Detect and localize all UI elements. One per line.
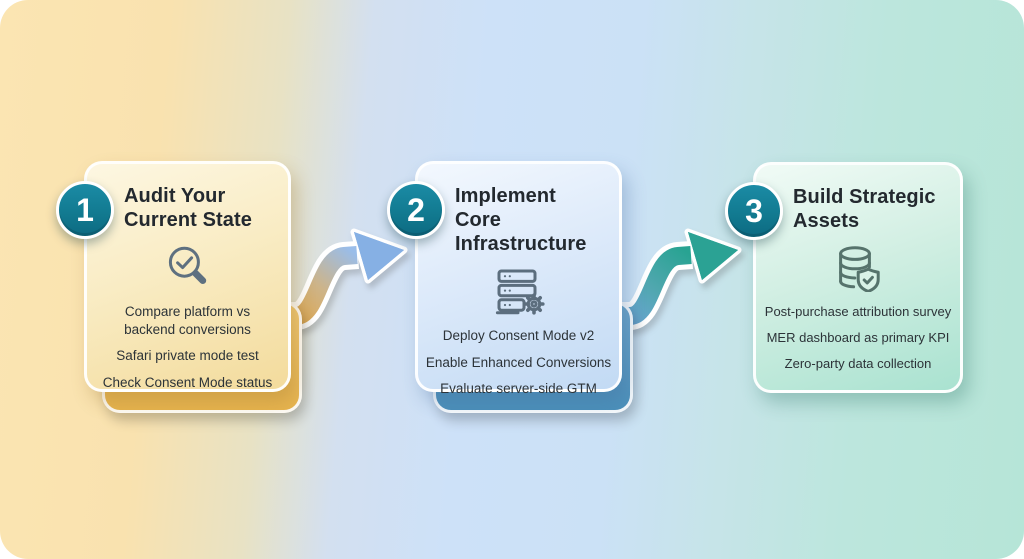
step-item: Enable Enhanced Conversions (425, 354, 612, 370)
step-item: Evaluate server-side GTM (440, 381, 597, 397)
step-item: Safari private mode test (116, 348, 259, 364)
step2-title-line2: Infrastructure (455, 233, 587, 255)
step-number-badge: 3 (725, 182, 783, 240)
step3-title-line2: Assets (793, 210, 860, 232)
step3-items: Post-purchase attribution survey MER das… (765, 304, 951, 373)
step2-items: Deploy Consent Mode v2 Enable Enhanced C… (426, 327, 611, 398)
step-item: Post-purchase attribution survey (764, 304, 952, 319)
server-gear-icon (495, 269, 545, 315)
step-item: MER dashboard as primary KPI (766, 329, 950, 345)
step-card-1: Audit Your Current State Compare platfor… (56, 161, 302, 413)
step2-title-line1: Implement Core (455, 185, 556, 231)
step-title: Implement Core Infrastructure (455, 184, 607, 256)
step3-title-line1: Build Strategic (793, 186, 936, 208)
step-number-badge: 2 (387, 181, 445, 239)
step-card-2: Implement Core Infrastructure (387, 161, 633, 413)
step1-items: Compare platform vs backend conversions … (103, 303, 273, 391)
step-item: Compare platform vs backend conversions (124, 304, 251, 337)
step-title: Audit Your Current State (124, 184, 276, 232)
step2-front-card: Implement Core Infrastructure (415, 161, 622, 396)
step3-front-card: Build Strategic Assets Post-purchase att… (753, 162, 963, 393)
step-title: Build Strategic Assets (793, 185, 948, 233)
step-item: Zero-party data collection (784, 355, 932, 371)
database-shield-icon (839, 246, 880, 292)
step1-title-line1: Audit Your (124, 185, 226, 207)
step-item: Check Consent Mode status (102, 374, 273, 390)
magnifier-check-icon (168, 246, 206, 284)
step-number-badge: 1 (56, 181, 114, 239)
step-card-3: Build Strategic Assets Post-purchase att… (725, 162, 963, 393)
step-item: Deploy Consent Mode v2 (442, 328, 595, 343)
step1-front-card: Audit Your Current State Compare platfor… (84, 161, 291, 392)
step1-title-line2: Current State (124, 209, 252, 231)
